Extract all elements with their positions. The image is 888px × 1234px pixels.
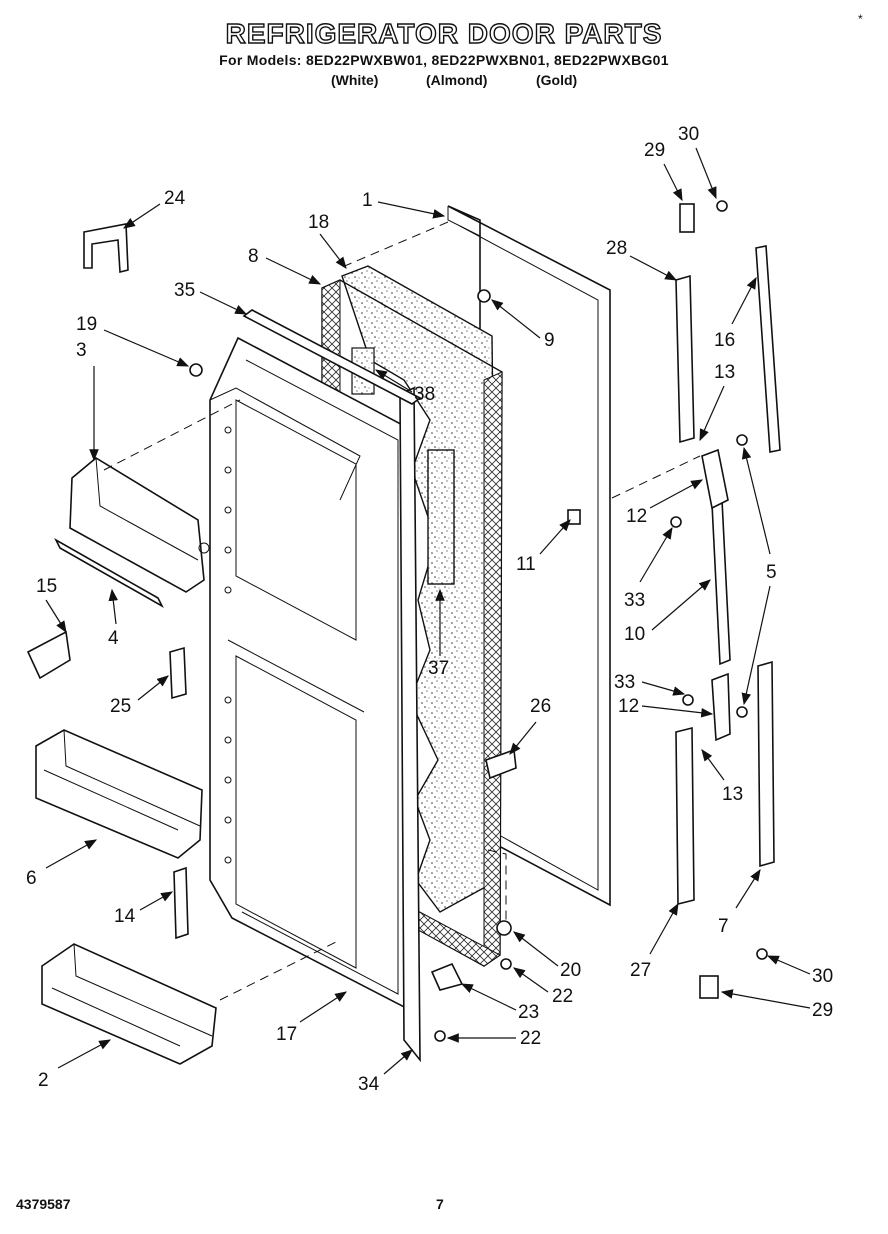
dash-link-shelf [103,399,241,471]
variant-gold: (Gold) [536,72,578,88]
hinge-cap-29b [699,975,719,999]
variant-almond: (Almond) [426,72,488,88]
hinge-cap-29a [679,203,695,233]
screw-5a [736,434,748,446]
screw-30b [756,948,768,960]
dairy-compartment-door [69,457,210,593]
callout-29-top: 29 [644,140,665,161]
door-trim-strip [399,386,421,1063]
handle-strip-10 [711,498,731,666]
callout-30-bottom: 30 [812,966,833,987]
clip-26 [485,748,517,780]
callout-26: 26 [530,696,551,717]
clip-11 [567,509,581,525]
callout-28: 28 [606,238,627,259]
callout-38: 38 [414,384,435,405]
callout-22-bottom: 22 [520,1028,541,1049]
handle-16 [755,245,781,453]
bracket-14 [173,866,189,940]
callout-35: 35 [174,280,195,301]
callout-8: 8 [248,246,259,267]
door-bin-upper [35,729,203,859]
callout-15: 15 [36,576,57,597]
handle-7 [757,660,775,868]
callout-13-top: 13 [714,362,735,383]
callout-19: 19 [76,314,97,335]
callout-6: 6 [26,868,37,889]
plug-9 [477,289,491,303]
page-number: 7 [436,1196,444,1212]
callout-7: 7 [718,916,729,937]
callout-20: 20 [560,960,581,981]
callout-29-bottom: 29 [812,1000,833,1021]
callouts: 24 1 18 8 35 19 3 9 38 29 30 28 [26,124,833,1095]
callout-23: 23 [518,1002,539,1023]
callout-16: 16 [714,330,735,351]
handle-trim-27 [675,726,695,906]
callout-11: 11 [516,554,536,575]
hinge-washer-20 [496,920,512,936]
screw-33a [670,516,682,528]
callout-10: 10 [624,624,645,645]
callout-17: 17 [276,1024,297,1045]
handle-cap-12b [711,672,731,742]
variant-white: (White) [331,72,379,88]
dash-link-lower [487,849,507,920]
screw-22b [434,1030,446,1042]
clip-24 [83,223,129,274]
callout-3: 3 [76,340,87,361]
screw-22a [500,958,512,970]
document-number: 4379587 [16,1196,71,1212]
screw-19 [189,363,203,377]
callout-5: 5 [766,562,777,583]
corner-mark: * [858,12,863,26]
door-bin-lower [41,943,217,1065]
bracket-25 [169,646,187,700]
callout-24: 24 [164,188,186,209]
callout-37: 37 [428,658,449,679]
hinge-bracket-23 [430,962,464,991]
callout-34: 34 [358,1074,380,1095]
callout-25: 25 [110,696,131,717]
screw-30a [716,200,728,212]
callout-33-top: 33 [624,590,645,611]
callout-12-top: 12 [626,506,647,527]
callout-18: 18 [308,212,329,233]
callout-1: 1 [362,190,373,211]
inner-door-liner [209,336,413,1012]
top-trim [242,309,422,405]
callout-27: 27 [630,960,651,981]
page-title: REFRIGERATOR DOOR PARTS [225,17,663,49]
dash-link-bin [219,939,341,1001]
handle-trim-28 [675,274,695,444]
screw-33b [682,694,694,706]
dash-link-upper [611,455,701,499]
foam-block [427,449,455,585]
dairy-door-trim [54,538,164,608]
screw-5b [736,706,748,718]
callout-13-mid: 13 [722,784,743,805]
callout-4: 4 [108,628,119,649]
callout-14: 14 [114,906,136,927]
models-line: For Models: 8ED22PWXBW01, 8ED22PWXBN01, … [219,52,669,68]
callout-12-mid: 12 [618,696,639,717]
handle-cap-12a [701,448,729,510]
callout-30-top: 30 [678,124,699,145]
callout-22-mid: 22 [552,986,573,1007]
callout-33-mid: 33 [614,672,635,693]
callout-2: 2 [38,1070,49,1091]
callout-9: 9 [544,330,555,351]
clip-15 [26,630,71,680]
